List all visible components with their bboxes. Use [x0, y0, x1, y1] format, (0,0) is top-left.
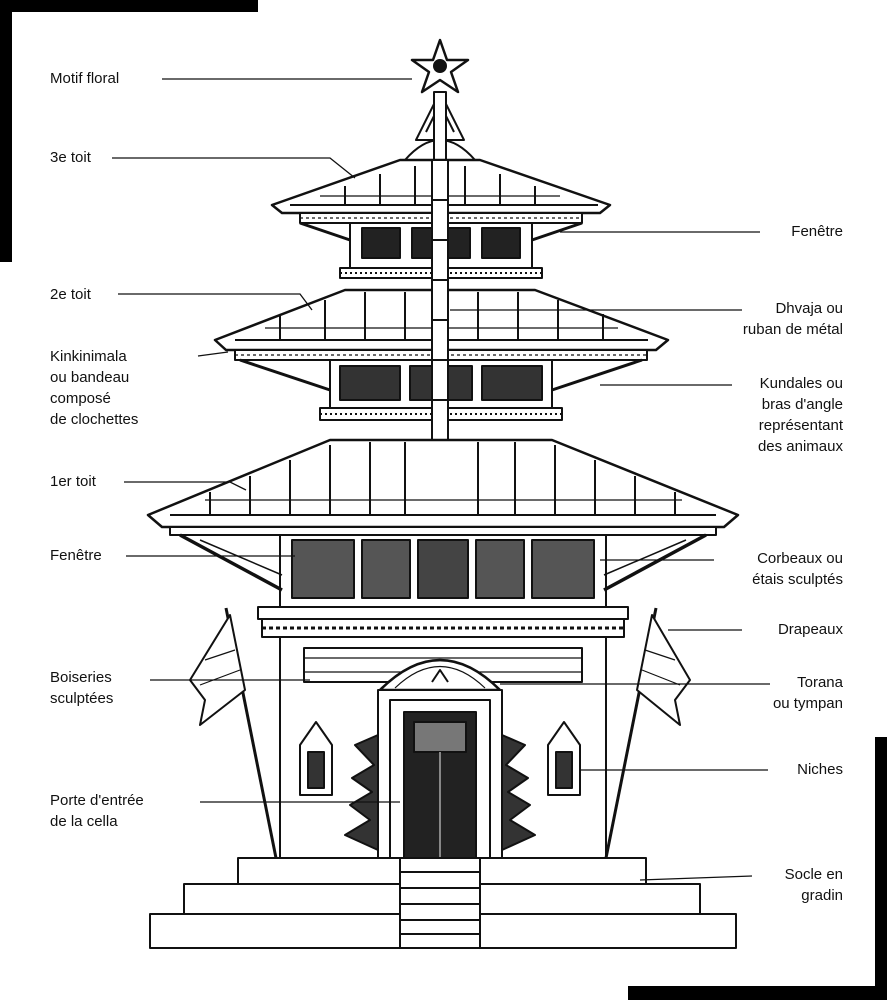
stepped-plinth: [149, 857, 737, 949]
label-motif-floral: Motif floral: [50, 70, 120, 87]
label-torana: Torana ou tympan: [772, 674, 843, 712]
label-kundales: Kundales ou bras d'angle représentant de…: [757, 375, 843, 455]
label-niches: Niches: [797, 761, 843, 778]
frame-right: [875, 737, 887, 1000]
niche-left: [299, 721, 333, 796]
label-corbeaux: Corbeaux ou étais sculptés: [752, 550, 843, 588]
floral-motif: [404, 38, 476, 163]
label-drapeaux: Drapeaux: [777, 621, 843, 638]
label-fenetre-left: Fenêtre: [50, 547, 102, 564]
roof-1: [146, 438, 740, 536]
frame-bottom-right: [628, 986, 887, 1000]
frame-left: [0, 0, 12, 262]
label-toit-1: 1er toit: [50, 473, 96, 490]
label-socle: Socle en gradin: [784, 866, 843, 904]
tier-1-body: [179, 533, 707, 638]
niche-right: [547, 721, 581, 796]
label-toit-2: 2e toit: [50, 286, 91, 303]
label-kinkinimala: Kinkinimala ou bandeau composé de cloche…: [50, 348, 139, 428]
label-boiseries: Boiseries sculptées: [50, 669, 114, 707]
flag-right: [604, 607, 691, 859]
frame-top-left: [0, 0, 258, 12]
leader-lines: [112, 78, 770, 881]
label-toit-3: 3e toit: [50, 149, 91, 166]
flag-left: [189, 607, 278, 859]
label-fenetre-right: Fenêtre: [791, 223, 843, 240]
label-porte: Porte d'entrée de la cella: [50, 792, 144, 830]
label-dhvaja: Dhvaja ou ruban de métal: [742, 300, 843, 338]
ground-floor: [279, 636, 607, 860]
